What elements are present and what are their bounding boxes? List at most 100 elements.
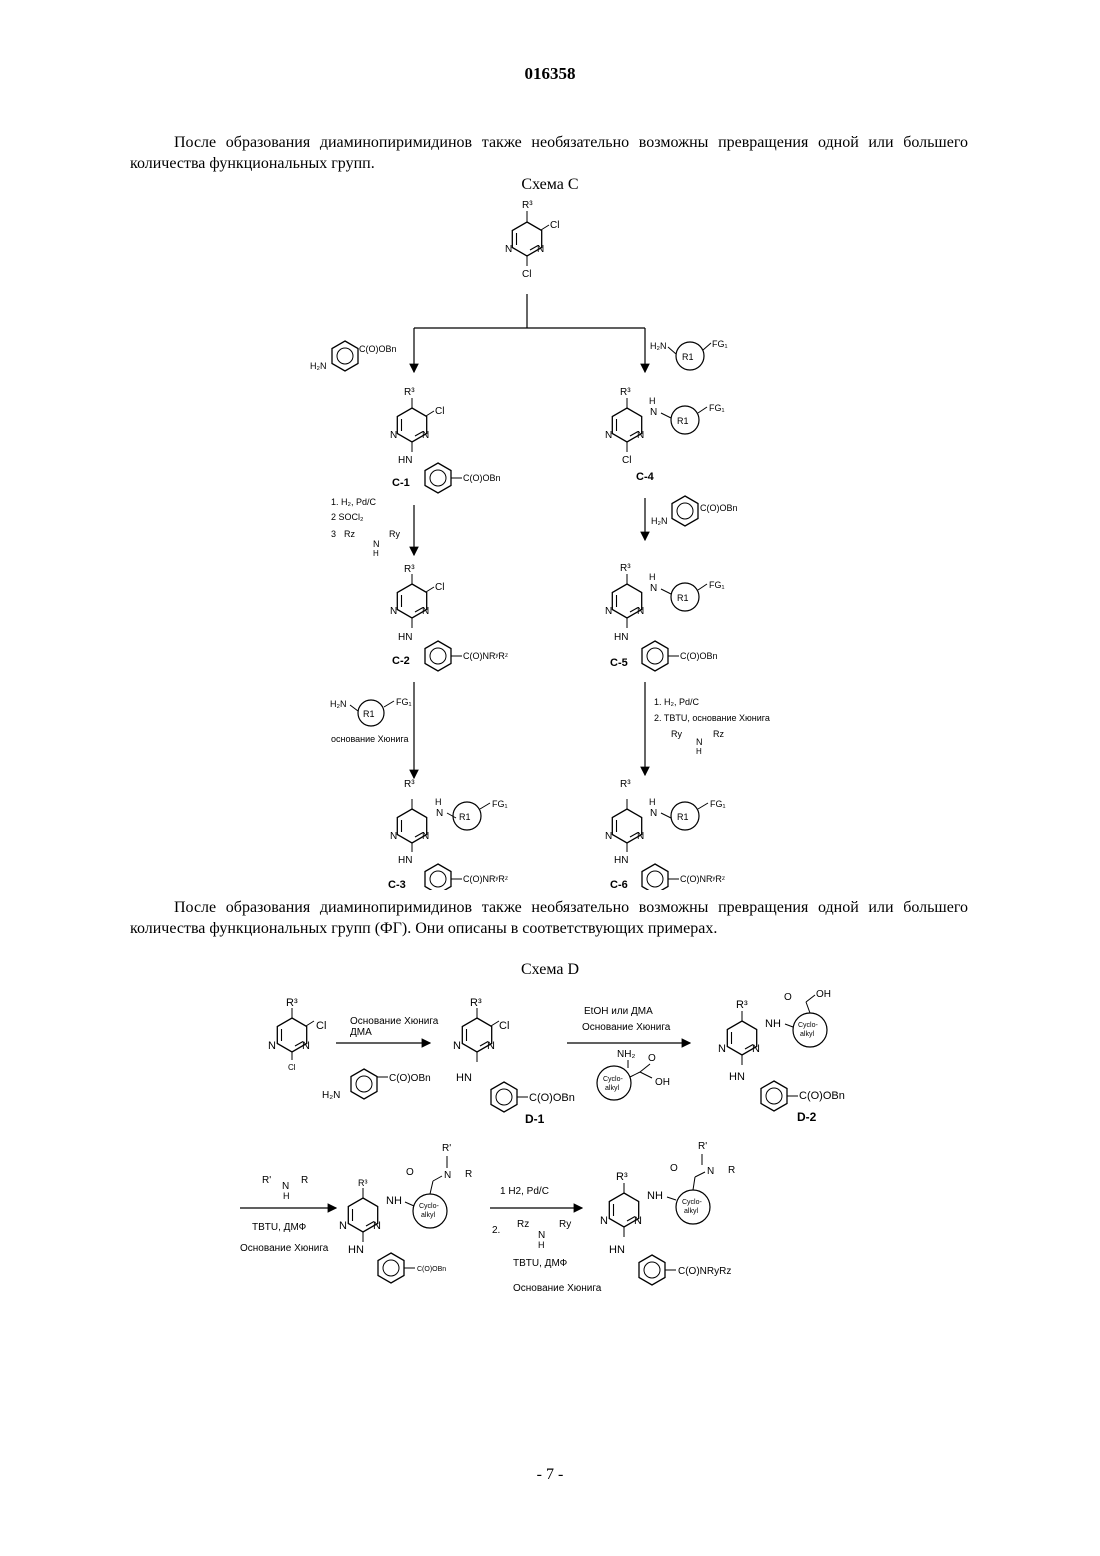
svg-text:HN: HN <box>398 455 412 466</box>
scheme-d-diagram: R³ Cl N N Cl Основание Хюнига ДМА H₂N C(… <box>0 980 1100 1300</box>
svg-text:C(O)OBn: C(O)OBn <box>463 473 501 483</box>
svg-text:R³: R³ <box>404 387 415 398</box>
compound-c2: R³ Cl N N HN C(O)NRʸRᶻ C-2 <box>390 564 508 671</box>
page-number: - 7 - <box>0 1466 1100 1484</box>
svg-text:N: N <box>422 831 429 842</box>
svg-text:H: H <box>394 1195 402 1207</box>
svg-text:H: H <box>696 747 702 756</box>
reagents-d-step4: 1 H2, Pd/C 2. Rz N H Ry TBTU, ДМФ Основа… <box>492 1186 602 1294</box>
reagents-c2-to-c3: H₂N R1 FG₁ основание Хюнига <box>330 697 412 744</box>
svg-text:Ry: Ry <box>559 1219 571 1230</box>
svg-text:N: N <box>339 1220 347 1232</box>
svg-text:ДМА: ДМА <box>350 1027 372 1038</box>
svg-text:Cl: Cl <box>622 455 631 466</box>
reagents-d-step2: EtOH или ДМА Основание Хюнига NH₂ Cyclo-… <box>582 1006 671 1100</box>
svg-text:N: N <box>696 737 703 747</box>
svg-text:R1: R1 <box>459 812 471 822</box>
svg-text:N: N <box>605 430 612 441</box>
svg-text:R': R' <box>442 1143 451 1154</box>
svg-text:R³: R³ <box>620 779 631 790</box>
svg-text:N: N <box>373 1220 381 1232</box>
scheme-c-diagram: R³ Cl N N Cl H₂N C(O)OBn H₂N R1 FG₁ R³ C… <box>0 190 1100 890</box>
svg-text:OH: OH <box>655 1077 670 1088</box>
reagent-aminophenyl-ester-c4: H₂N C(O)OBn <box>651 496 738 526</box>
svg-text:FG₁: FG₁ <box>492 799 508 809</box>
svg-text:NH₂: NH₂ <box>617 1049 635 1060</box>
svg-text:Cyclo-: Cyclo- <box>603 1076 624 1083</box>
svg-text:R³: R³ <box>620 563 631 574</box>
svg-text:Cl: Cl <box>288 1063 296 1072</box>
svg-text:Основание Хюнига: Основание Хюнига <box>240 1243 329 1254</box>
svg-text:C(O)OBn: C(O)OBn <box>799 1090 845 1102</box>
svg-text:2 SOCl₂: 2 SOCl₂ <box>331 512 364 522</box>
svg-text:Cl: Cl <box>522 269 531 280</box>
svg-text:N: N <box>600 1215 608 1227</box>
svg-text:1 H2, Pd/C: 1 H2, Pd/C <box>500 1186 549 1197</box>
svg-text:R³: R³ <box>470 997 482 1009</box>
svg-text:N: N <box>390 606 397 617</box>
svg-text:HN: HN <box>348 1244 364 1256</box>
svg-text:N: N <box>390 831 397 842</box>
svg-text:Cl: Cl <box>499 1020 509 1032</box>
svg-text:N: N <box>650 407 657 418</box>
svg-text:N: N <box>390 430 397 441</box>
svg-text:O: O <box>784 992 792 1003</box>
svg-text:R³: R³ <box>736 999 748 1011</box>
svg-text:2. TBTU, основание Хюнига: 2. TBTU, основание Хюнига <box>654 713 770 723</box>
svg-text:OH: OH <box>816 989 831 1000</box>
svg-text:C-3: C-3 <box>388 879 406 890</box>
svg-text:N: N <box>444 1170 451 1181</box>
svg-text:N: N <box>268 1040 276 1052</box>
svg-text:N: N <box>650 808 657 819</box>
svg-text:H₂N: H₂N <box>310 361 327 371</box>
svg-text:N: N <box>386 1195 394 1207</box>
svg-text:C(O)NRʸRᶻ: C(O)NRʸRᶻ <box>463 874 508 884</box>
svg-text:R: R <box>465 1169 472 1180</box>
svg-text:H: H <box>538 1240 545 1250</box>
svg-text:N: N <box>647 1190 655 1202</box>
svg-text:H: H <box>283 1191 290 1201</box>
svg-text:Основание Хюнига: Основание Хюнига <box>350 1016 439 1027</box>
compound-c1: R³ Cl N N HN C(O)OBn C-1 <box>390 387 501 493</box>
svg-text:Ry: Ry <box>671 729 682 739</box>
svg-text:N: N <box>505 244 512 255</box>
svg-text:C(O)OBn: C(O)OBn <box>680 651 718 661</box>
svg-text:HN: HN <box>614 632 628 643</box>
reagent-amine-r1-right: H₂N R1 FG₁ <box>650 339 728 370</box>
svg-text:C(O)OBn: C(O)OBn <box>700 503 738 513</box>
svg-text:R³: R³ <box>404 564 415 575</box>
svg-text:N: N <box>453 1040 461 1052</box>
svg-text:O: O <box>670 1163 678 1174</box>
svg-text:N: N <box>537 244 544 255</box>
svg-text:основание Хюнига: основание Хюнига <box>331 734 409 744</box>
svg-text:FG₁: FG₁ <box>709 580 725 590</box>
svg-text:R1: R1 <box>682 352 694 362</box>
svg-text:R: R <box>728 1165 735 1176</box>
svg-text:1. H₂, Pd/C: 1. H₂, Pd/C <box>654 697 700 707</box>
reagent-aminophenyl-ester-left: H₂N C(O)OBn <box>310 341 397 371</box>
svg-text:O: O <box>406 1167 414 1178</box>
svg-text:C(O)OBn: C(O)OBn <box>359 344 397 354</box>
svg-text:N: N <box>302 1040 310 1052</box>
d-start-dichloropyrimidine: R³ Cl N N Cl <box>268 997 326 1072</box>
svg-text:C-6: C-6 <box>610 879 628 890</box>
reagents-c5-to-c6: 1. H₂, Pd/C 2. TBTU, основание Хюнига Ry… <box>654 697 770 756</box>
svg-text:N: N <box>422 606 429 617</box>
svg-text:D-1: D-1 <box>525 1112 545 1126</box>
svg-text:R³: R³ <box>404 779 415 790</box>
compound-intermediate-amide-ester: R³ N H Cyclo- alkyl O N R' R N N HN C(O)… <box>339 1143 472 1283</box>
svg-text:Cl: Cl <box>435 582 444 593</box>
svg-text:C(O)OBn: C(O)OBn <box>389 1073 431 1084</box>
svg-text:alkyl: alkyl <box>605 1085 619 1092</box>
svg-text:FG₁: FG₁ <box>709 403 725 413</box>
svg-text:D-2: D-2 <box>797 1110 817 1124</box>
svg-text:H: H <box>773 1018 781 1030</box>
svg-text:Rz: Rz <box>344 529 355 539</box>
svg-text:C(O)OBn: C(O)OBn <box>417 1266 446 1273</box>
reagents-d-step1: Основание Хюнига ДМА H₂N C(O)OBn <box>322 1016 439 1101</box>
svg-text:HN: HN <box>614 855 628 866</box>
svg-text:Rz: Rz <box>713 729 724 739</box>
svg-text:HN: HN <box>609 1244 625 1256</box>
svg-text:R1: R1 <box>677 812 689 822</box>
svg-text:Cl: Cl <box>316 1020 326 1032</box>
